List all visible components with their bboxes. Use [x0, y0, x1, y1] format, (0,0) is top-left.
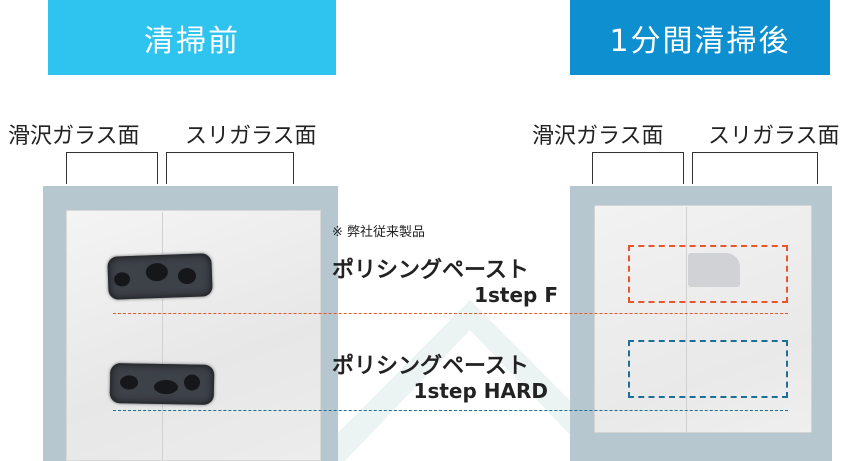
blue-guide-line	[113, 410, 788, 411]
left-frosted-glass-label: スリガラス面	[185, 124, 317, 149]
product-2-variant: 1step HARD	[413, 379, 548, 403]
before-cleaning-banner: 清掃前	[48, 0, 336, 75]
left-smooth-glass-label: 滑沢ガラス面	[8, 124, 140, 149]
left-smooth-bracket	[66, 152, 158, 184]
conventional-product-note: ※ 弊社従来製品	[332, 225, 426, 240]
after-glass-sample	[594, 205, 812, 433]
right-smooth-bracket	[592, 152, 684, 184]
product-1-name: ポリシングペースト	[332, 258, 529, 283]
before-glass-sample	[66, 210, 321, 461]
after-glass-divider	[686, 207, 687, 432]
blue-dashed-box	[628, 340, 788, 398]
right-smooth-glass-label: 滑沢ガラス面	[532, 124, 664, 149]
left-frosted-bracket	[166, 152, 294, 184]
cleaned-patch	[688, 253, 740, 287]
orange-dashed-box	[628, 245, 788, 303]
after-cleaning-banner: 1分間清掃後	[570, 0, 830, 75]
before-glass-divider	[162, 212, 163, 460]
dirt-smudge-top	[107, 253, 213, 300]
background-chevron-inner	[345, 330, 595, 461]
right-frosted-bracket	[692, 152, 818, 184]
right-frosted-glass-label: スリガラス面	[708, 124, 840, 149]
product-2-name: ポリシングペースト	[332, 354, 529, 379]
product-1-variant: 1step F	[474, 283, 558, 307]
dirt-smudge-bottom	[109, 363, 215, 405]
orange-guide-line	[113, 313, 788, 314]
